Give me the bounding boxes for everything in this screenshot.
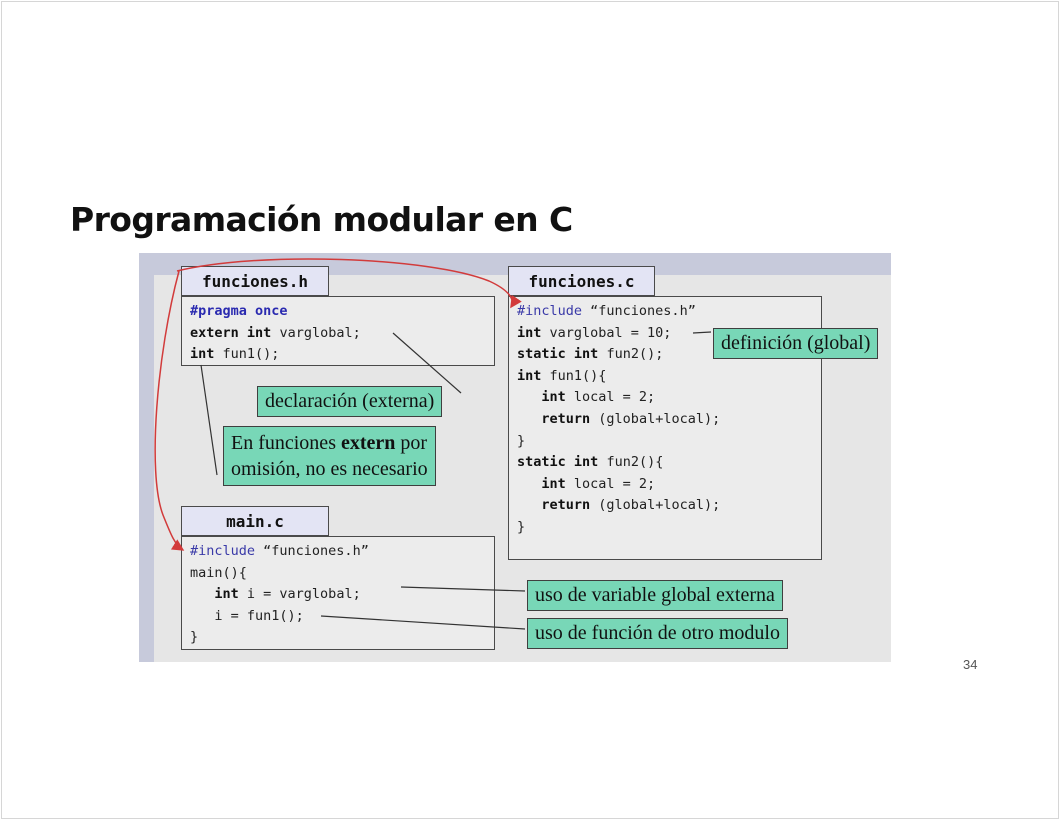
code-line-fun1-decl: int fun1();	[190, 346, 280, 363]
funciones-c-tab: funciones.c	[508, 266, 655, 296]
pointer-fun1-to-extern-note	[200, 364, 218, 476]
code-line-include: #include “funciones.h”	[190, 543, 369, 559]
code-line-fun1-call: i = fun1();	[214, 607, 304, 624]
note-uso-variable-global: uso de variable global externa	[527, 580, 783, 611]
funciones-c-tab-label: funciones.c	[528, 271, 635, 291]
code-line-fun2-local: int local = 2;	[541, 475, 656, 492]
funciones-h-tab: funciones.h	[181, 266, 329, 296]
code-line-main-close: }	[190, 629, 199, 646]
note-declaracion-externa: declaración (externa)	[257, 386, 443, 417]
code-line-pragma: #pragma once	[190, 303, 288, 319]
figure-left-band	[139, 253, 154, 662]
main-c-code: #include “funciones.h” main(){ int i = v…	[181, 536, 495, 650]
funciones-h-code: #pragma once extern int varglobal; int f…	[181, 296, 495, 366]
code-line-fun1-local: int local = 2;	[541, 389, 656, 406]
pointer-varglobal-to-declaracion	[392, 332, 462, 394]
code-line-fun1-def: int fun1(){	[517, 367, 607, 384]
modular-c-diagram: funciones.h #pragma once extern int varg…	[139, 253, 891, 662]
main-c-tab-label: main.c	[226, 511, 284, 531]
code-line-fun2-return: return (global+local);	[541, 497, 721, 514]
code-line-varglobal-def: int varglobal = 10;	[517, 324, 672, 341]
include-arrow-to-main-c	[154, 270, 185, 551]
code-line-fun2-def: static int fun2(){	[517, 454, 664, 471]
note-uso-funcion: uso de función de otro modulo	[527, 618, 788, 649]
slide-title: Programación modular en C	[70, 200, 573, 239]
page-number: 34	[963, 657, 978, 672]
code-line-extern-varglobal: extern int varglobal;	[190, 324, 361, 341]
funciones-h-tab-label: funciones.h	[202, 271, 308, 291]
code-line-include: #include “funciones.h”	[517, 303, 696, 319]
note-extern-line2: omisión, no es necesario	[231, 458, 428, 480]
code-line-main-def: main(){	[190, 564, 247, 581]
code-line-i-assign: int i = varglobal;	[214, 586, 361, 603]
note-definicion-global: definición (global)	[713, 328, 879, 359]
main-c-tab: main.c	[181, 506, 329, 536]
code-line-fun2-close: }	[517, 518, 526, 535]
note-extern-default: En funciones extern por omisión, no es n…	[223, 426, 436, 486]
code-line-fun1-close: }	[517, 432, 526, 449]
pointer-fun1-call-to-uso-funcion	[320, 615, 526, 630]
pointer-i-assign-to-uso-variable	[400, 586, 526, 592]
include-arrow-to-funciones-c	[176, 258, 522, 309]
pointer-varglobal-def-to-definicion	[692, 331, 712, 334]
note-extern-line1: En funciones extern por	[231, 432, 428, 454]
code-line-fun2-decl: static int fun2();	[517, 346, 664, 363]
code-line-fun1-return: return (global+local);	[541, 410, 721, 427]
connector-layer	[154, 258, 712, 630]
